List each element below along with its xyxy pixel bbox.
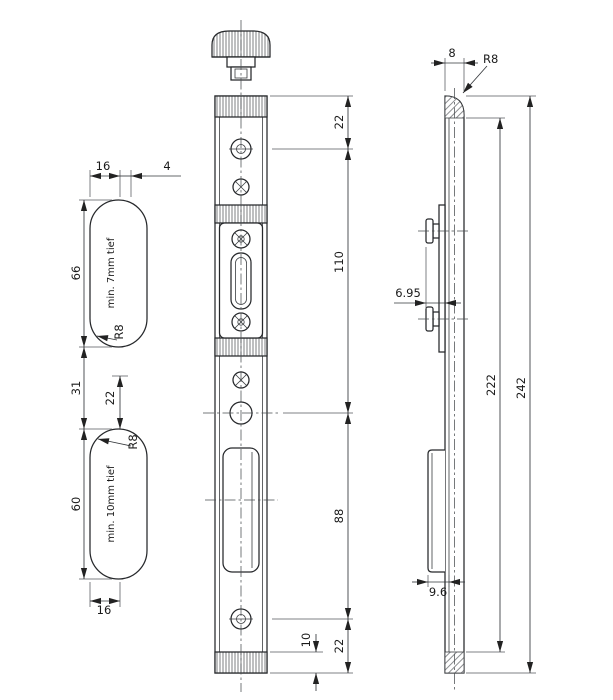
front-view-dimensions: 22 110 88 10 22	[270, 95, 353, 691]
dim-label-60: 60	[69, 497, 83, 512]
dim-label-4: 4	[163, 159, 170, 173]
dim-label-22-template: 22	[103, 391, 117, 406]
lower-slot-depth-note: min. 10mm tief	[106, 465, 117, 542]
lower-milling-slot	[89, 428, 148, 580]
upper-slot-depth-note: min. 7mm tief	[106, 237, 117, 308]
dim-label-8: 8	[448, 46, 455, 60]
dim-label-222: 222	[484, 374, 498, 396]
side-lock-plate	[438, 204, 446, 353]
keeper-block-side	[427, 449, 445, 573]
dim-label-9-6: 9.6	[429, 585, 447, 599]
dim-label-66: 66	[69, 266, 83, 281]
template-dimensions: 16 4 66 31 60 22 R8 R8 16	[69, 159, 181, 617]
dim-label-r8-lower: R8	[126, 434, 140, 449]
dim-label-10: 10	[299, 633, 313, 648]
dim-label-22-top: 22	[332, 115, 346, 130]
side-view	[418, 88, 470, 692]
front-view	[203, 20, 280, 692]
dim-label-88: 88	[332, 509, 346, 524]
side-view-dimensions: 8 R8 6.95 222 242 9.6	[394, 46, 536, 674]
template-view: min. 7mm tief min. 10mm tief	[89, 199, 148, 580]
dim-label-110: 110	[332, 251, 346, 273]
dim-label-r8-upper: R8	[112, 324, 126, 339]
dim-label-r8-corner: R8	[483, 52, 498, 66]
side-top-cap	[444, 95, 465, 119]
upper-milling-slot	[89, 199, 148, 348]
dim-label-242: 242	[514, 377, 528, 399]
dim-label-6-95: 6.95	[395, 286, 421, 300]
dim-label-16-bottom: 16	[97, 603, 112, 617]
dim-label-31: 31	[69, 381, 83, 396]
dim-label-16-top: 16	[96, 159, 111, 173]
dim-label-22-bottom: 22	[332, 639, 346, 654]
